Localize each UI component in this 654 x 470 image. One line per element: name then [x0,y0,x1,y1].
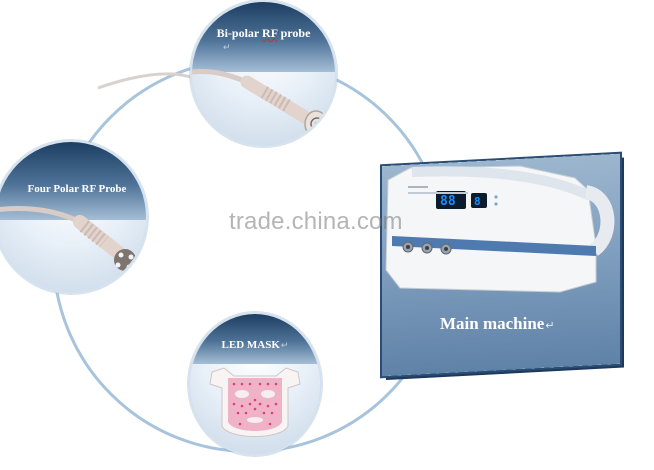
four-polar-probe-image [0,206,136,271]
return-mark: ↵ [280,340,289,350]
callout-header [192,2,335,72]
return-mark: ↵ [545,320,555,332]
callout-header [190,314,320,364]
svg-text:88: 88 [440,194,456,209]
bipolar-probe-image [192,69,328,138]
main-machine-label: Main machine↵ [440,314,555,333]
led-mask-label: LED MASK↵ [221,339,289,351]
svg-text:8: 8 [474,195,481,208]
spellcheck-underline: RF [262,26,278,40]
bipolar-probe-label: Bi-polar RF probe [216,26,311,40]
four-polar-probe-label: Four Polar RF Probe [27,183,127,195]
four-polar-probe-callout: Four Polar RF Probe [0,140,148,294]
watermark: trade.china.com [229,208,403,235]
led-mask-image [209,367,301,437]
return-mark: ↵ [223,42,231,52]
led-mask-callout: LED MASK↵ [188,312,322,456]
bipolar-probe-callout: Bi-polar RF probe ↵ [190,0,337,147]
